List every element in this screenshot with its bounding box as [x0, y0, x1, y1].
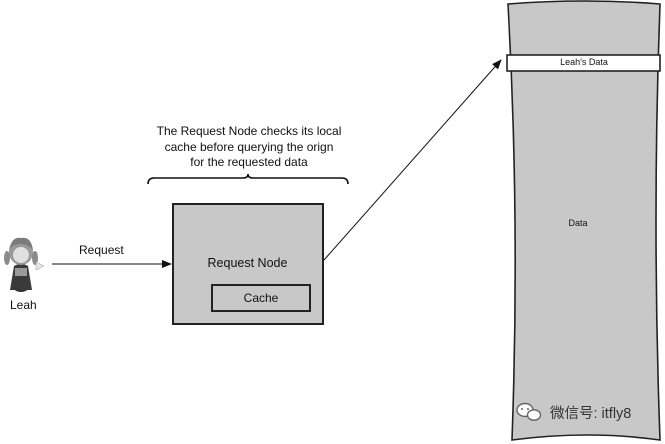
- leah-user-icon: [4, 237, 45, 292]
- data-label: Data: [568, 218, 588, 228]
- cache-label: Cache: [243, 291, 279, 305]
- data-store-shape: [507, 0, 661, 441]
- annotation-line: The Request Node checks its local: [156, 124, 342, 138]
- leah-label: Leah: [10, 298, 37, 312]
- leahs-data-band: [506, 54, 661, 72]
- query-origin-arrow: [323, 59, 502, 261]
- leahs-data-label: Leah's Data: [560, 57, 608, 67]
- annotation-brace: [147, 173, 349, 185]
- wechat-icon: [516, 402, 542, 421]
- annotation-text: The Request Node checks its local cache …: [130, 124, 368, 171]
- cache-box: Cache: [211, 284, 311, 312]
- annotation-line: cache before querying the orign: [164, 139, 334, 154]
- annotation-line: for the requested data: [190, 155, 308, 169]
- watermark-text: 微信号: itfly8: [550, 406, 632, 422]
- request-node-title: Request Node: [207, 256, 288, 270]
- request-label: Request: [79, 243, 124, 257]
- watermark: 微信号: itfly8: [550, 402, 631, 423]
